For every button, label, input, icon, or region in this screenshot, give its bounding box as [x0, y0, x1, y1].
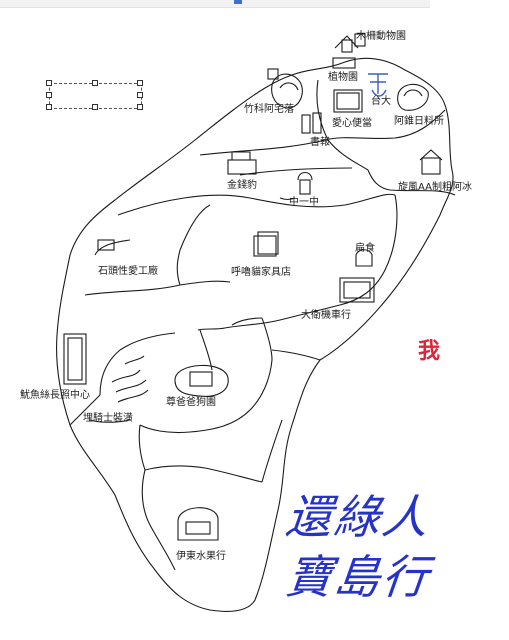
dog-park — [174, 364, 229, 397]
bento-building-inner — [336, 92, 360, 110]
border-9 — [94, 239, 131, 256]
border-17 — [69, 394, 101, 426]
hsinchu-annex — [267, 68, 279, 80]
handwritten-title-line1: 還綠人 — [283, 490, 433, 544]
border-10 — [197, 194, 398, 331]
me-marker: 我 — [418, 339, 441, 364]
zoo-annex — [354, 33, 366, 47]
cat-furniture-inner — [257, 231, 279, 255]
label-decorator[interactable]: 埋騎士裝潢 — [83, 413, 133, 424]
border-13 — [139, 317, 273, 434]
border-6 — [239, 167, 353, 176]
fruit-shop — [177, 507, 219, 541]
label-care-center[interactable]: 魷魚絲長照中心 — [20, 390, 90, 401]
care-center — [63, 333, 87, 385]
resize-handle-bc[interactable] — [92, 104, 98, 110]
leopard-building — [227, 159, 257, 175]
resize-handle-bl[interactable] — [46, 104, 52, 110]
border-3 — [117, 193, 396, 216]
leopard-roof — [231, 151, 251, 160]
hsinchu-building — [271, 73, 303, 109]
fruit-shop-stall — [185, 521, 211, 535]
label-wonton[interactable]: 扁食 — [355, 243, 375, 254]
label-hsinchu-otaku[interactable]: 竹科阿宅落 — [244, 104, 294, 115]
label-fruit-shop[interactable]: 伊東水果行 — [176, 551, 226, 562]
label-ntu[interactable]: 台大 — [371, 96, 391, 107]
border-north-2 — [199, 109, 446, 156]
island-outline — [56, 57, 454, 612]
resize-handle-tr[interactable] — [137, 80, 143, 86]
border-19 — [119, 332, 176, 351]
sushi-building-inner — [403, 89, 423, 97]
care-center-inner — [67, 337, 83, 381]
school-building — [299, 179, 311, 195]
border-8 — [176, 249, 181, 286]
border-14 — [138, 424, 146, 471]
label-shaved-ice[interactable]: 旋風AA制粗阿冰 — [398, 182, 472, 193]
label-dog-park[interactable]: 尊爸爸狗園 — [166, 397, 216, 408]
resize-handle-ml[interactable] — [46, 92, 52, 98]
zoo-roof — [334, 35, 359, 49]
label-muzha-zoo[interactable]: 木柵動物園 — [356, 31, 406, 42]
zoo-building — [341, 39, 353, 53]
resize-handle-br[interactable] — [137, 104, 143, 110]
sushi-building — [397, 83, 429, 111]
motorcycle-inner — [343, 281, 371, 299]
label-motorcycle-shop[interactable]: 大衛機車行 — [301, 310, 351, 321]
border-5 — [279, 197, 296, 201]
border-12 — [271, 349, 321, 361]
border-11 — [231, 317, 263, 326]
border-22 — [261, 419, 283, 483]
label-love-bento[interactable]: 愛心便當 — [332, 118, 372, 129]
border-15 — [144, 465, 263, 483]
botanical-building — [332, 57, 356, 69]
border-2 — [367, 169, 456, 196]
border-21 — [141, 469, 176, 571]
dumpling-building — [355, 249, 373, 267]
browser-top-strip — [0, 0, 430, 8]
label-sushi-place[interactable]: 阿錐日料所 — [394, 116, 444, 127]
label-stone-factory[interactable]: 石頭性愛工廠 — [98, 266, 158, 277]
resize-handle-tl[interactable] — [46, 80, 52, 86]
shaved-ice-roof — [419, 149, 443, 161]
label-botanical-garden[interactable]: 植物園 — [328, 72, 358, 83]
border-7 — [84, 280, 231, 296]
shaved-ice-shop — [421, 157, 441, 175]
bookstore-right — [312, 112, 322, 134]
label-taichung-first-high[interactable]: 中一中 — [289, 197, 319, 208]
border-north-1 — [316, 79, 369, 171]
border-16 — [89, 419, 131, 423]
ntu-icon — [368, 73, 388, 97]
bento-building — [333, 89, 363, 113]
label-bookstore[interactable]: 書報 — [310, 137, 330, 148]
dog-park-kennel — [189, 371, 213, 387]
bookstore-left — [301, 114, 311, 134]
border-18 — [99, 349, 121, 396]
border-20 — [199, 329, 213, 371]
decorator-waves — [111, 355, 149, 403]
motorcycle-shop — [339, 277, 375, 303]
cat-furniture — [253, 235, 277, 257]
border-4 — [179, 204, 211, 251]
school-roof — [297, 171, 313, 181]
label-cat-furniture[interactable]: 呼嚕貓家具店 — [231, 267, 291, 278]
top-accent-bar — [234, 0, 242, 4]
label-golden-leopard[interactable]: 金錢豹 — [227, 180, 257, 191]
stone-factory — [97, 239, 115, 251]
hsinchu-building-inner — [279, 82, 299, 91]
resize-handle-tc[interactable] — [92, 80, 98, 86]
handwritten-title-line2: 寶島行 — [283, 550, 433, 604]
resize-handle-mr[interactable] — [137, 92, 143, 98]
